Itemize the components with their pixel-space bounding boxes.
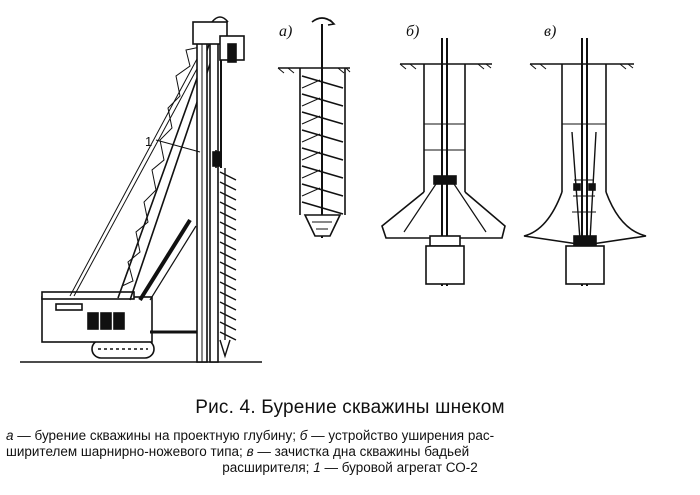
caption-text-c-start: — зачистка дна скважины бадьей — [253, 444, 470, 459]
panel-label-c: в) — [544, 23, 556, 40]
caption-line-1: а — бурение скважины на проектную глубин… — [6, 428, 694, 444]
panel-c-illustration — [523, 38, 647, 286]
caption-letter-b: б — [299, 428, 308, 443]
panel-b-illustration — [381, 38, 506, 286]
caption-text-c-end: расширителя; — [222, 460, 314, 475]
caption-letter-a: а — [6, 428, 14, 443]
caption-text-1: — буровой агрегат СО-2 — [320, 460, 478, 475]
drilling-rig-illustration — [20, 16, 262, 363]
figure-caption-legend: а — бурение скважины на проектную глубин… — [6, 428, 694, 476]
panel-label-b: б) — [406, 23, 419, 40]
callout-1: 1 — [145, 134, 152, 149]
caption-line-2: ширителем шарнирно-ножевого типа; в — за… — [6, 444, 694, 460]
caption-text-a: — бурение скважины на проектную глубину; — [13, 428, 300, 443]
panel-a-illustration — [277, 17, 351, 238]
drilling-figure: 1 а) б) — [20, 16, 647, 363]
figure-caption-title: Рис. 4. Бурение скважины шнеком — [195, 397, 505, 418]
caption-line-3: расширителя; 1 — буровой агрегат СО-2 — [6, 460, 694, 476]
caption-letter-c: в — [246, 444, 254, 459]
caption-text-b-end: ширителем шарнирно-ножевого типа; — [6, 444, 247, 459]
caption-number-1: 1 — [313, 460, 321, 475]
panel-label-a: а) — [279, 23, 292, 40]
caption-text-b-start: — устройство уширения рас- — [307, 428, 495, 443]
